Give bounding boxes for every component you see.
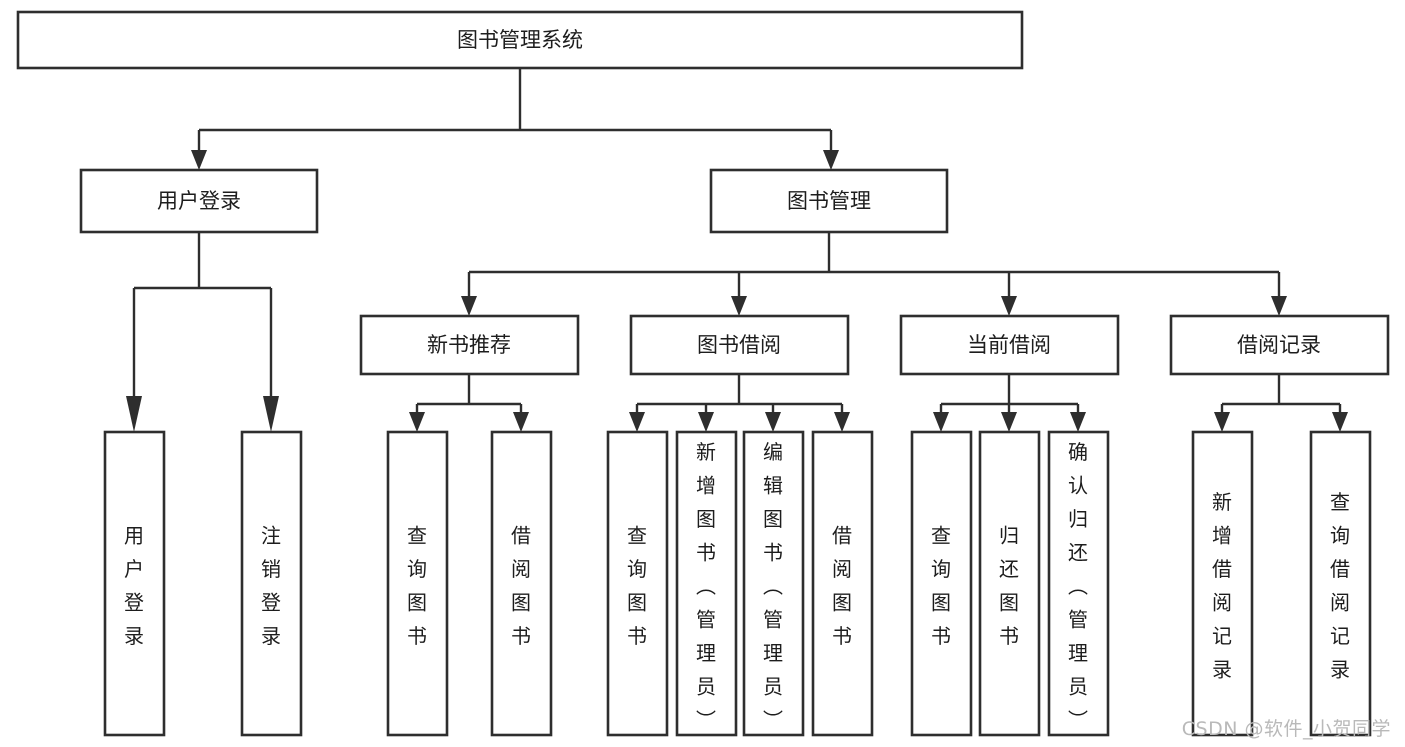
node-new-book-recommend-box[interactable] bbox=[359, 314, 580, 376]
arrow-head-newbook-leaf-2 bbox=[513, 412, 529, 432]
node-book-management-box[interactable] bbox=[709, 168, 949, 234]
arrow-head-bookborrow-leaf-4 bbox=[834, 412, 850, 432]
node-new-book-recommend-label: 新书推荐 bbox=[427, 333, 511, 357]
leaf-box-return-book[interactable] bbox=[978, 430, 1041, 737]
leaf-box-query-book-3[interactable] bbox=[910, 430, 973, 737]
arrow-head-borrowrecord-leaf-1 bbox=[1214, 412, 1230, 432]
arrow-head-leaf-logout bbox=[263, 396, 279, 432]
arrow-head-bookborrow-leaf-3 bbox=[765, 412, 781, 432]
leaf-label-query-borrow-record: 查询借阅记录 bbox=[1330, 490, 1350, 681]
arrow-head-book-borrow bbox=[731, 296, 747, 316]
arrow-head-borrowrecord-leaf-2 bbox=[1332, 412, 1348, 432]
node-current-borrow-label: 当前借阅 bbox=[967, 333, 1051, 357]
leaf-node[interactable]: 借阅图书 bbox=[490, 430, 553, 737]
leaf-box-borrow-book-1[interactable] bbox=[490, 430, 553, 737]
arrow-head-newbook-leaf-1 bbox=[409, 412, 425, 432]
node-new-book-recommend[interactable]: 新书推荐 bbox=[359, 314, 580, 376]
node-current-borrow[interactable]: 当前借阅 bbox=[899, 314, 1120, 376]
arrow-head-user-login bbox=[191, 150, 207, 170]
leaf-label-query-book-1: 查询图书 bbox=[407, 524, 427, 649]
arrow-head-currentborrow-leaf-2 bbox=[1001, 412, 1017, 432]
connector-layer bbox=[126, 68, 1348, 432]
leaf-box-logout[interactable] bbox=[240, 430, 303, 737]
leaf-node[interactable]: 编辑图书︵管理员︶ bbox=[742, 430, 805, 737]
arrow-head-currentborrow-leaf-3 bbox=[1070, 412, 1086, 432]
node-book-borrow[interactable]: 图书借阅 bbox=[629, 314, 850, 376]
arrow-head-currentborrow-leaf-1 bbox=[933, 412, 949, 432]
leaf-node[interactable]: 注销登录 bbox=[240, 430, 303, 737]
arrow-head-bookborrow-leaf-2 bbox=[698, 412, 714, 432]
leaf-node[interactable]: 查询图书 bbox=[386, 430, 449, 737]
leaf-label-edit-book-admin: 编辑图书︵管理员︶ bbox=[763, 440, 783, 732]
node-user-login-label: 用户登录 bbox=[157, 189, 241, 213]
leaf-node[interactable]: 确认归还︵管理员︶ bbox=[1047, 430, 1110, 737]
leaf-node[interactable]: 查询借阅记录 bbox=[1309, 430, 1372, 737]
leaf-box-add-borrow-record[interactable] bbox=[1191, 430, 1254, 737]
leaf-label-confirm-return-admin: 确认归还︵管理员︶ bbox=[1068, 440, 1088, 732]
node-book-borrow-label: 图书借阅 bbox=[697, 333, 781, 357]
leaf-node[interactable]: 查询图书 bbox=[606, 430, 669, 737]
node-root-box[interactable] bbox=[16, 10, 1024, 70]
leaf-label-logout: 注销登录 bbox=[261, 524, 281, 649]
arrow-head-current-borrow bbox=[1001, 296, 1017, 316]
leaf-box-borrow-book-2[interactable] bbox=[811, 430, 874, 737]
node-borrow-records-box[interactable] bbox=[1169, 314, 1390, 376]
arrow-head-borrow-record bbox=[1271, 296, 1287, 316]
arrow-head-new-book bbox=[461, 296, 477, 316]
arrow-head-book-mgmt bbox=[823, 150, 839, 170]
node-borrow-records[interactable]: 借阅记录 bbox=[1169, 314, 1390, 376]
arrow-head-bookborrow-leaf-1 bbox=[629, 412, 645, 432]
leaf-box-query-book-1[interactable] bbox=[386, 430, 449, 737]
leaf-node[interactable]: 查询图书 bbox=[910, 430, 973, 737]
leaf-label-query-book-3: 查询图书 bbox=[931, 524, 951, 649]
leaf-node[interactable]: 新增借阅记录 bbox=[1191, 430, 1254, 737]
leaf-label-return-book: 归还图书 bbox=[999, 524, 1019, 649]
node-user-login[interactable]: 用户登录 bbox=[79, 168, 319, 234]
leaf-label-borrow-book-2: 借阅图书 bbox=[832, 524, 852, 649]
leaf-box-edit-book-admin[interactable] bbox=[742, 430, 805, 737]
leaf-node[interactable]: 用户登录 bbox=[103, 430, 166, 737]
leaf-label-user-login: 用户登录 bbox=[124, 524, 144, 649]
leaf-node[interactable]: 借阅图书 bbox=[811, 430, 874, 737]
leaf-layer: 用户登录 注销登录 查询图书 借阅图书 查询图书 新增图书 bbox=[103, 430, 1372, 737]
node-borrow-records-label: 借阅记录 bbox=[1237, 333, 1321, 357]
leaf-box-confirm-return-admin[interactable] bbox=[1047, 430, 1110, 737]
leaf-label-borrow-book-1: 借阅图书 bbox=[511, 524, 531, 649]
leaf-node[interactable]: 新增图书︵管理员︶ bbox=[675, 430, 738, 737]
arrow-head-leaf-user-login bbox=[126, 396, 142, 432]
node-current-borrow-box[interactable] bbox=[899, 314, 1120, 376]
leaf-label-add-borrow-record: 新增借阅记录 bbox=[1212, 490, 1232, 681]
node-book-management-label: 图书管理 bbox=[787, 189, 871, 213]
leaf-box-query-book-2[interactable] bbox=[606, 430, 669, 737]
leaf-box-user-login[interactable] bbox=[103, 430, 166, 737]
node-root-label: 图书管理系统 bbox=[457, 28, 583, 52]
node-book-borrow-box[interactable] bbox=[629, 314, 850, 376]
leaf-label-add-book-admin: 新增图书︵管理员︶ bbox=[696, 440, 716, 732]
leaf-box-add-book-admin[interactable] bbox=[675, 430, 738, 737]
leaf-label-query-book-2: 查询图书 bbox=[627, 524, 647, 649]
node-book-management[interactable]: 图书管理 bbox=[709, 168, 949, 234]
leaf-box-query-borrow-record[interactable] bbox=[1309, 430, 1372, 737]
node-root[interactable]: 图书管理系统 bbox=[16, 10, 1024, 70]
leaf-node[interactable]: 归还图书 bbox=[978, 430, 1041, 737]
node-user-login-box[interactable] bbox=[79, 168, 319, 234]
